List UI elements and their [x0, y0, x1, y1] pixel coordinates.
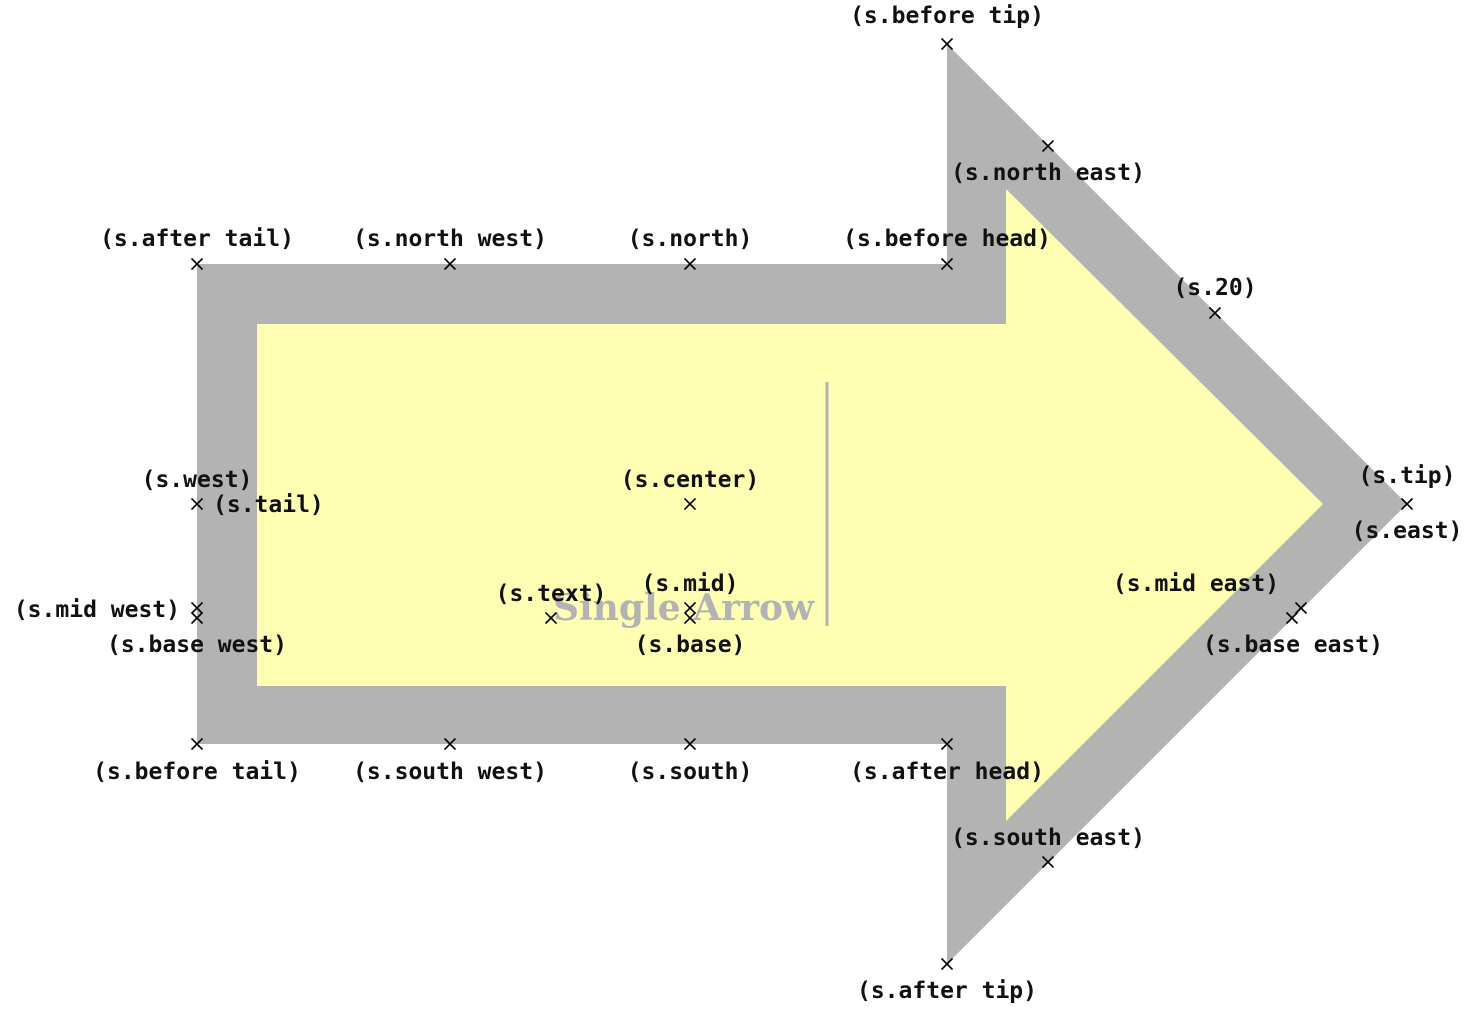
anchor-label-base: (s.base) — [635, 632, 746, 658]
anchor-label-north-west: (s.north west) — [353, 226, 547, 252]
anchor-marker-base-west — [190, 611, 204, 625]
anchor-marker-after-head — [940, 737, 954, 751]
anchor-label-tip: (s.tip) — [1359, 463, 1456, 489]
anchor-label-after-tail: (s.after tail) — [100, 226, 294, 252]
anchor-marker-south — [683, 737, 697, 751]
anchor-marker-before-tail — [190, 737, 204, 751]
anchor-label-mid: (s.mid) — [642, 571, 739, 597]
anchor-label-after-head: (s.after head) — [850, 759, 1044, 785]
anchor-marker-north-west — [443, 257, 457, 271]
anchor-label-mid-east: (s.mid east) — [1113, 571, 1279, 597]
anchor-label-text: (s.text) — [496, 581, 607, 607]
anchor-marker-tip — [1400, 497, 1414, 511]
anchor-label-center: (s.center) — [621, 467, 759, 493]
anchor-label-south-west: (s.south west) — [353, 759, 547, 785]
anchor-label-base-west: (s.base west) — [107, 632, 287, 658]
anchor-marker-base-east — [1285, 611, 1299, 625]
anchor-marker-after-tail — [190, 257, 204, 271]
anchor-label-tail: (s.tail) — [213, 492, 324, 518]
arrow-fill — [257, 189, 1323, 821]
anchor-marker-angle-20 — [1208, 306, 1222, 320]
anchor-label-mid-west: (s.mid west) — [14, 597, 180, 623]
node-text: Single Arrow — [553, 587, 815, 629]
anchor-label-north: (s.north) — [628, 226, 753, 252]
anchor-marker-south-east — [1041, 855, 1055, 869]
anchor-label-south: (s.south) — [628, 759, 753, 785]
anchor-marker-base — [683, 611, 697, 625]
anchor-label-angle-20: (s.20) — [1173, 275, 1256, 301]
anchor-marker-north-east — [1041, 139, 1055, 153]
anchor-marker-west — [190, 497, 204, 511]
anchor-label-north-east: (s.north east) — [951, 160, 1145, 186]
anchor-label-after-tip: (s.after tip) — [857, 978, 1037, 1004]
anchor-markers — [190, 37, 1414, 971]
anchor-marker-mid-east — [1294, 601, 1308, 615]
anchor-marker-mid-west — [190, 601, 204, 615]
anchor-label-east: (s.east) — [1352, 518, 1463, 544]
anchor-label-base-east: (s.base east) — [1203, 632, 1383, 658]
anchor-marker-text — [544, 611, 558, 625]
anchor-marker-mid — [683, 601, 697, 615]
anchor-marker-south-west — [443, 737, 457, 751]
anchor-marker-before-tip — [940, 37, 954, 51]
anchor-marker-north — [683, 257, 697, 271]
anchor-label-west: (s.west) — [142, 467, 253, 493]
anchor-label-south-east: (s.south east) — [951, 825, 1145, 851]
anchor-marker-after-tip — [940, 957, 954, 971]
anchor-label-before-head: (s.before head) — [843, 226, 1051, 252]
anchor-label-before-tip: (s.before tip) — [850, 3, 1044, 29]
anchor-marker-center — [683, 497, 697, 511]
anchor-label-before-tail: (s.before tail) — [93, 759, 301, 785]
anchor-marker-before-head — [940, 257, 954, 271]
